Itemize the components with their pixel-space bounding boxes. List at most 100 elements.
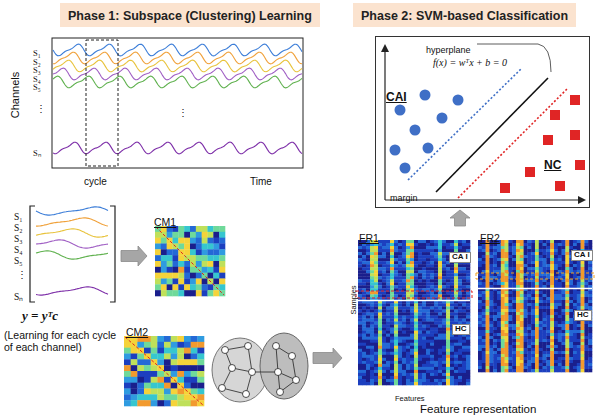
- heat-cell: [573, 261, 577, 264]
- heat-cell: [450, 267, 454, 270]
- heat-cell: [446, 316, 450, 319]
- heat-cell: [213, 226, 219, 232]
- heat-cell: [358, 328, 362, 331]
- heat-cell: [434, 258, 438, 261]
- heat-cell: [410, 382, 414, 385]
- heat-cell: [402, 328, 406, 331]
- heat-cell: [466, 303, 470, 306]
- heat-cell: [358, 379, 362, 382]
- heat-cell: [486, 267, 490, 270]
- heat-cell: [430, 279, 434, 282]
- heat-cell: [378, 352, 382, 355]
- heat-cell: [124, 342, 131, 348]
- heat-cell: [454, 294, 458, 297]
- heat-cell: [370, 352, 374, 355]
- heat-cell: [362, 252, 366, 255]
- diagonal-marker: [125, 337, 203, 405]
- heat-cell: [516, 255, 520, 258]
- heat-cell: [458, 270, 462, 273]
- heat-cell: [390, 303, 394, 306]
- heat-cell: [191, 377, 198, 383]
- heat-cell: [466, 264, 470, 267]
- class-divider: [358, 300, 470, 302]
- heat-cell: [394, 306, 398, 309]
- heat-cell: [190, 238, 196, 244]
- heat-cell: [478, 267, 482, 270]
- heat-cell: [438, 291, 442, 294]
- heat-cell: [454, 291, 458, 294]
- heat-cell: [382, 337, 386, 340]
- fr2-heatmap: [478, 240, 592, 372]
- heat-cell: [386, 370, 390, 373]
- heat-cell: [442, 291, 446, 294]
- heat-cell: [438, 285, 442, 288]
- heat-cell: [438, 358, 442, 361]
- heat-cell: [382, 285, 386, 288]
- heat-cell: [358, 370, 362, 373]
- heat-cell: [406, 328, 410, 331]
- heat-cell: [213, 255, 219, 261]
- heat-cell: [426, 255, 430, 258]
- heat-cell: [410, 313, 414, 316]
- heat-cell: [410, 367, 414, 370]
- heat-cell: [382, 379, 386, 382]
- heat-cell: [520, 246, 524, 249]
- graph-vertex: [289, 353, 296, 360]
- heat-cell: [362, 258, 366, 261]
- heat-cell: [442, 303, 446, 306]
- heat-cell: [366, 334, 370, 337]
- heat-cell: [501, 255, 505, 258]
- heat-cell: [442, 331, 446, 334]
- heat-cell: [426, 249, 430, 252]
- heat-cell: [366, 291, 370, 294]
- heat-cell: [370, 303, 374, 306]
- heat-cell: [362, 261, 366, 264]
- heat-cell: [486, 255, 490, 258]
- heat-cell: [554, 264, 558, 267]
- heat-cell: [366, 364, 370, 367]
- heat-cell: [390, 258, 394, 261]
- graph-vertex: [243, 391, 250, 398]
- heat-cell: [410, 334, 414, 337]
- heat-cell: [196, 261, 202, 267]
- heat-cell: [527, 252, 531, 255]
- heat-cell: [422, 376, 426, 379]
- heat-cell: [197, 371, 204, 377]
- heat-cell: [430, 306, 434, 309]
- heat-cell: [358, 319, 362, 322]
- heat-cell: [386, 294, 390, 297]
- heat-cell: [430, 382, 434, 385]
- heat-cell: [584, 243, 588, 246]
- heat-cell: [374, 249, 378, 252]
- heat-cell: [584, 261, 588, 264]
- graph-vertex: [229, 365, 236, 372]
- heat-cell: [362, 337, 366, 340]
- heat-cell: [402, 325, 406, 328]
- heat-cell: [386, 252, 390, 255]
- heat-cell: [438, 264, 442, 267]
- heat-cell: [124, 389, 131, 395]
- heat-cell: [422, 331, 426, 334]
- heat-cell: [462, 246, 466, 249]
- heat-cell: [164, 394, 171, 400]
- heat-cell: [196, 232, 202, 238]
- heat-cell: [196, 255, 202, 261]
- heat-cell: [414, 346, 418, 349]
- heat-cell: [418, 355, 422, 358]
- heat-cell: [450, 273, 454, 276]
- heat-cell: [446, 346, 450, 349]
- heat-cell: [458, 337, 462, 340]
- heat-cell: [418, 303, 422, 306]
- heat-cell: [402, 331, 406, 334]
- heat-cell: [366, 376, 370, 379]
- heat-cell: [446, 303, 450, 306]
- heat-cell: [137, 394, 144, 400]
- heat-cell: [390, 252, 394, 255]
- heat-cell: [531, 243, 535, 246]
- heat-cell: [398, 382, 402, 385]
- heat-cell: [157, 342, 164, 348]
- heat-cell: [512, 246, 516, 249]
- heat-cell: [482, 258, 486, 261]
- heat-cell: [450, 279, 454, 282]
- heat-cell: [382, 252, 386, 255]
